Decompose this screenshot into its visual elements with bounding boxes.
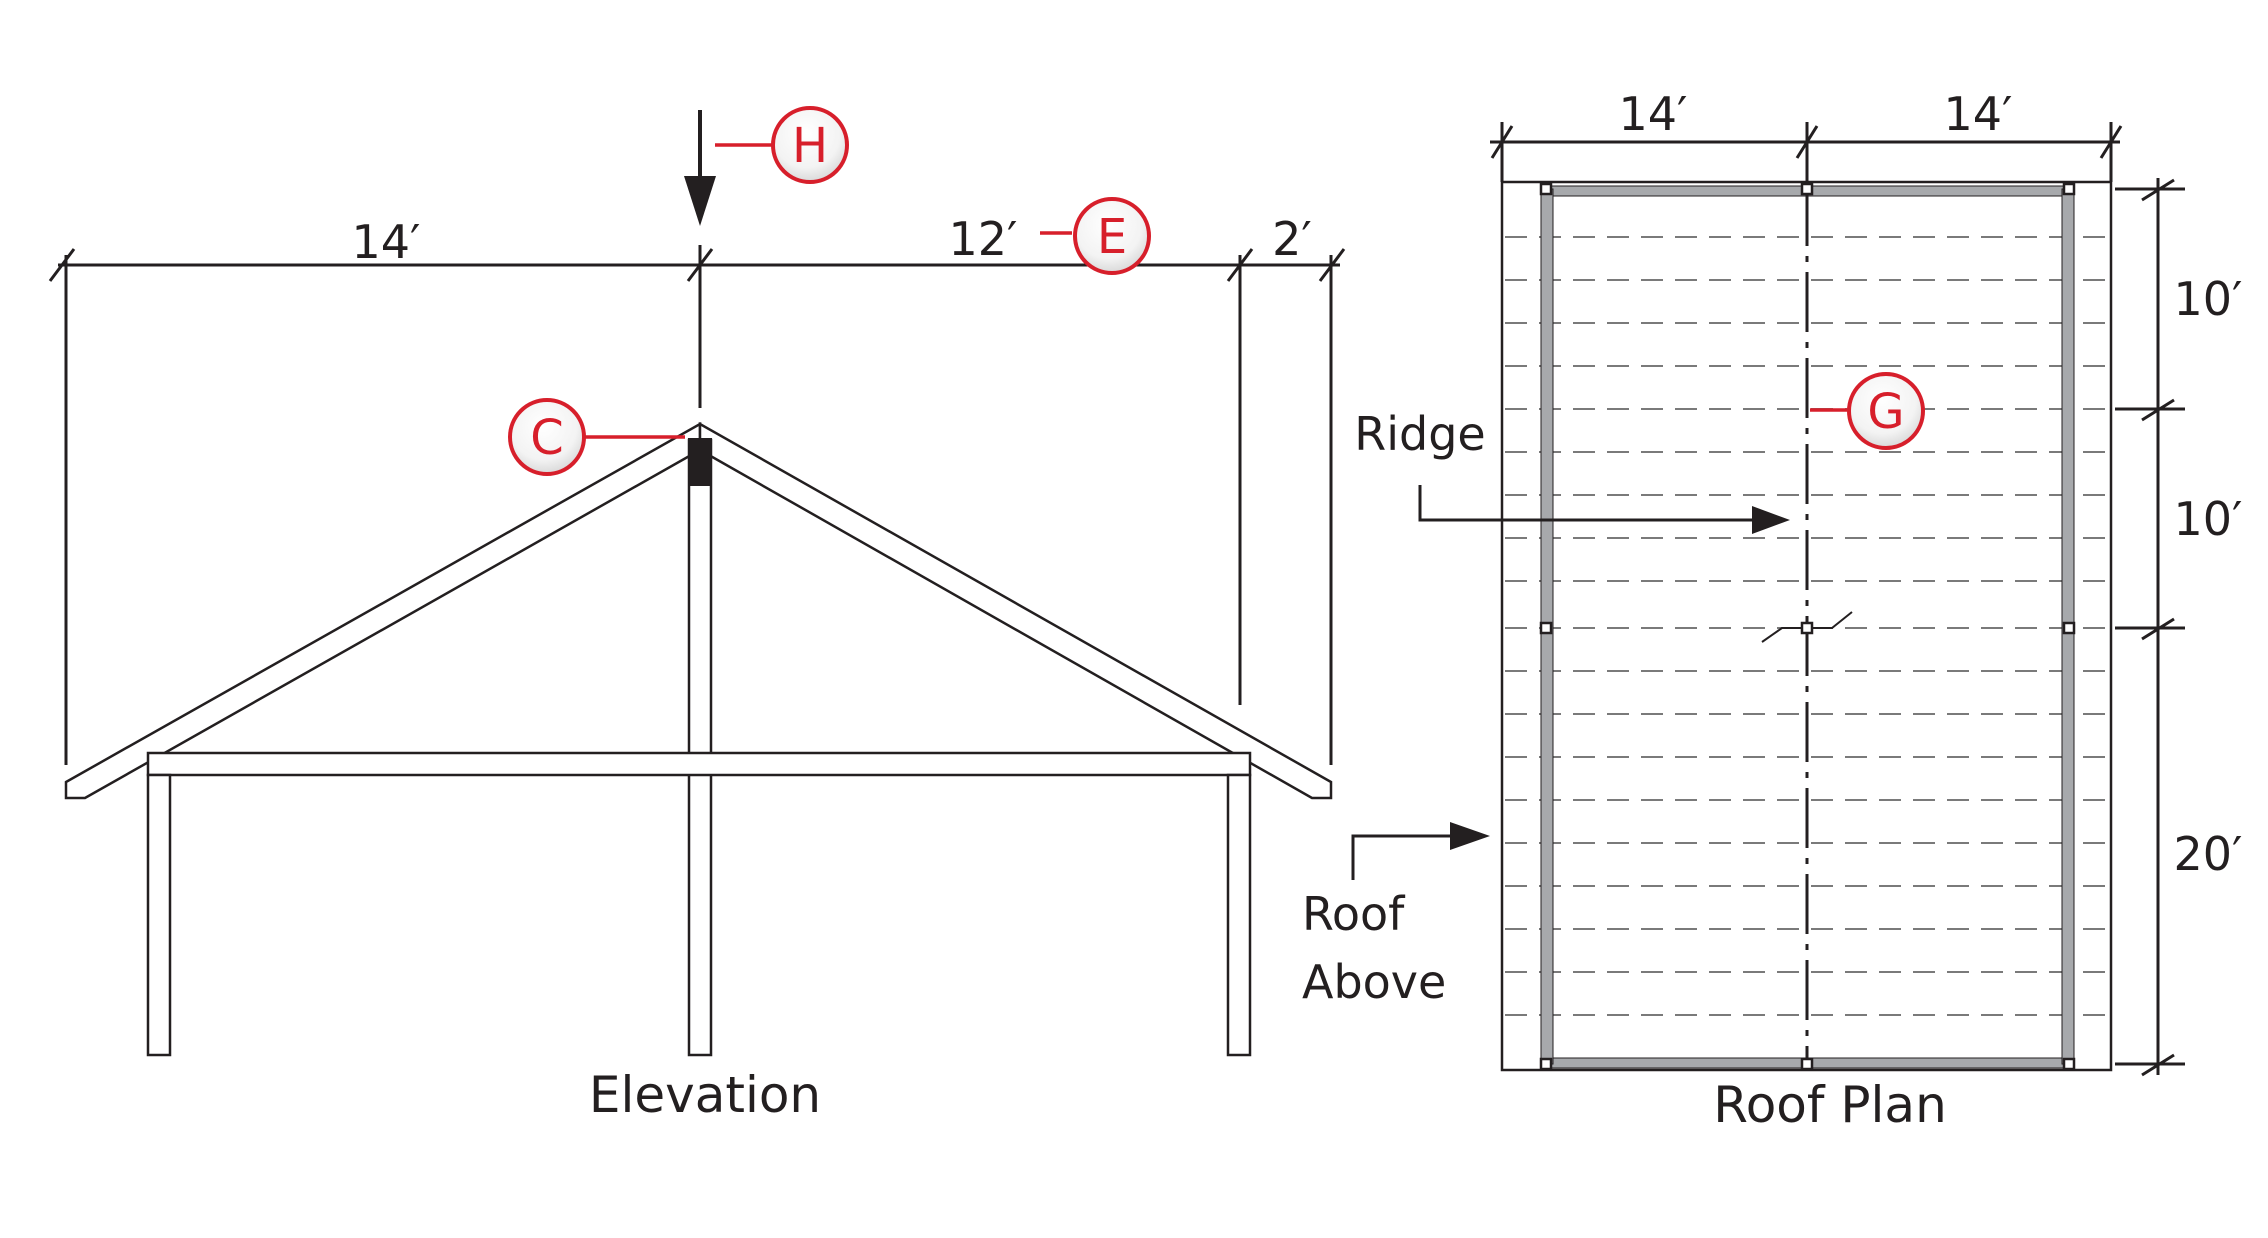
ridge-label: Ridge [1354, 407, 1485, 461]
plan-top-dimension [1490, 122, 2123, 182]
plan-dim-top-right: 14′ [1944, 87, 2013, 141]
left-wall [146, 773, 172, 1057]
callout-g-letter: G [1867, 384, 1904, 440]
right-wall [1226, 773, 1252, 1057]
callout-e-letter: E [1097, 209, 1127, 265]
right-rafter [698, 421, 1333, 800]
left-rafter [64, 421, 702, 800]
roof-above-label-line2: Above [1302, 955, 1446, 1009]
callout-c-letter: C [530, 410, 564, 466]
ridge-beam [688, 438, 712, 486]
plan-dim-side-2: 10′ [2174, 492, 2243, 546]
roof-plan-view: 14′ 14′ 10′ 10′ 20′ [1302, 87, 2242, 1134]
dim-overhang: 2′ [1272, 212, 1312, 266]
callout-h[interactable]: H [715, 106, 849, 184]
center-post [687, 438, 713, 1057]
load-arrow [684, 110, 716, 226]
callout-e[interactable]: E [1040, 197, 1151, 275]
roof-above-arrow [1351, 822, 1490, 880]
dim-left-span: 14′ [352, 215, 421, 269]
dim-right-span: 12′ [949, 212, 1018, 266]
callout-g[interactable]: G [1810, 372, 1925, 450]
ridge-arrow [1418, 485, 1790, 534]
elevation-view: 14′ 12′ 2′ Elevation [48, 110, 1346, 1124]
plan-dim-side-3: 20′ [2174, 827, 2243, 881]
plan-dim-top-left: 14′ [1619, 87, 1688, 141]
callout-h-letter: H [792, 118, 828, 174]
plan-posts [1539, 182, 2076, 1071]
ceiling-tie [146, 751, 1252, 777]
plan-dim-side-1: 10′ [2174, 272, 2243, 326]
roof-above-label-line1: Roof [1302, 887, 1406, 941]
elevation-title: Elevation [589, 1066, 821, 1124]
roof-plan-title: Roof Plan [1713, 1076, 1947, 1134]
plan-right-dimension [2115, 178, 2185, 1077]
callout-c[interactable]: C [508, 398, 685, 476]
